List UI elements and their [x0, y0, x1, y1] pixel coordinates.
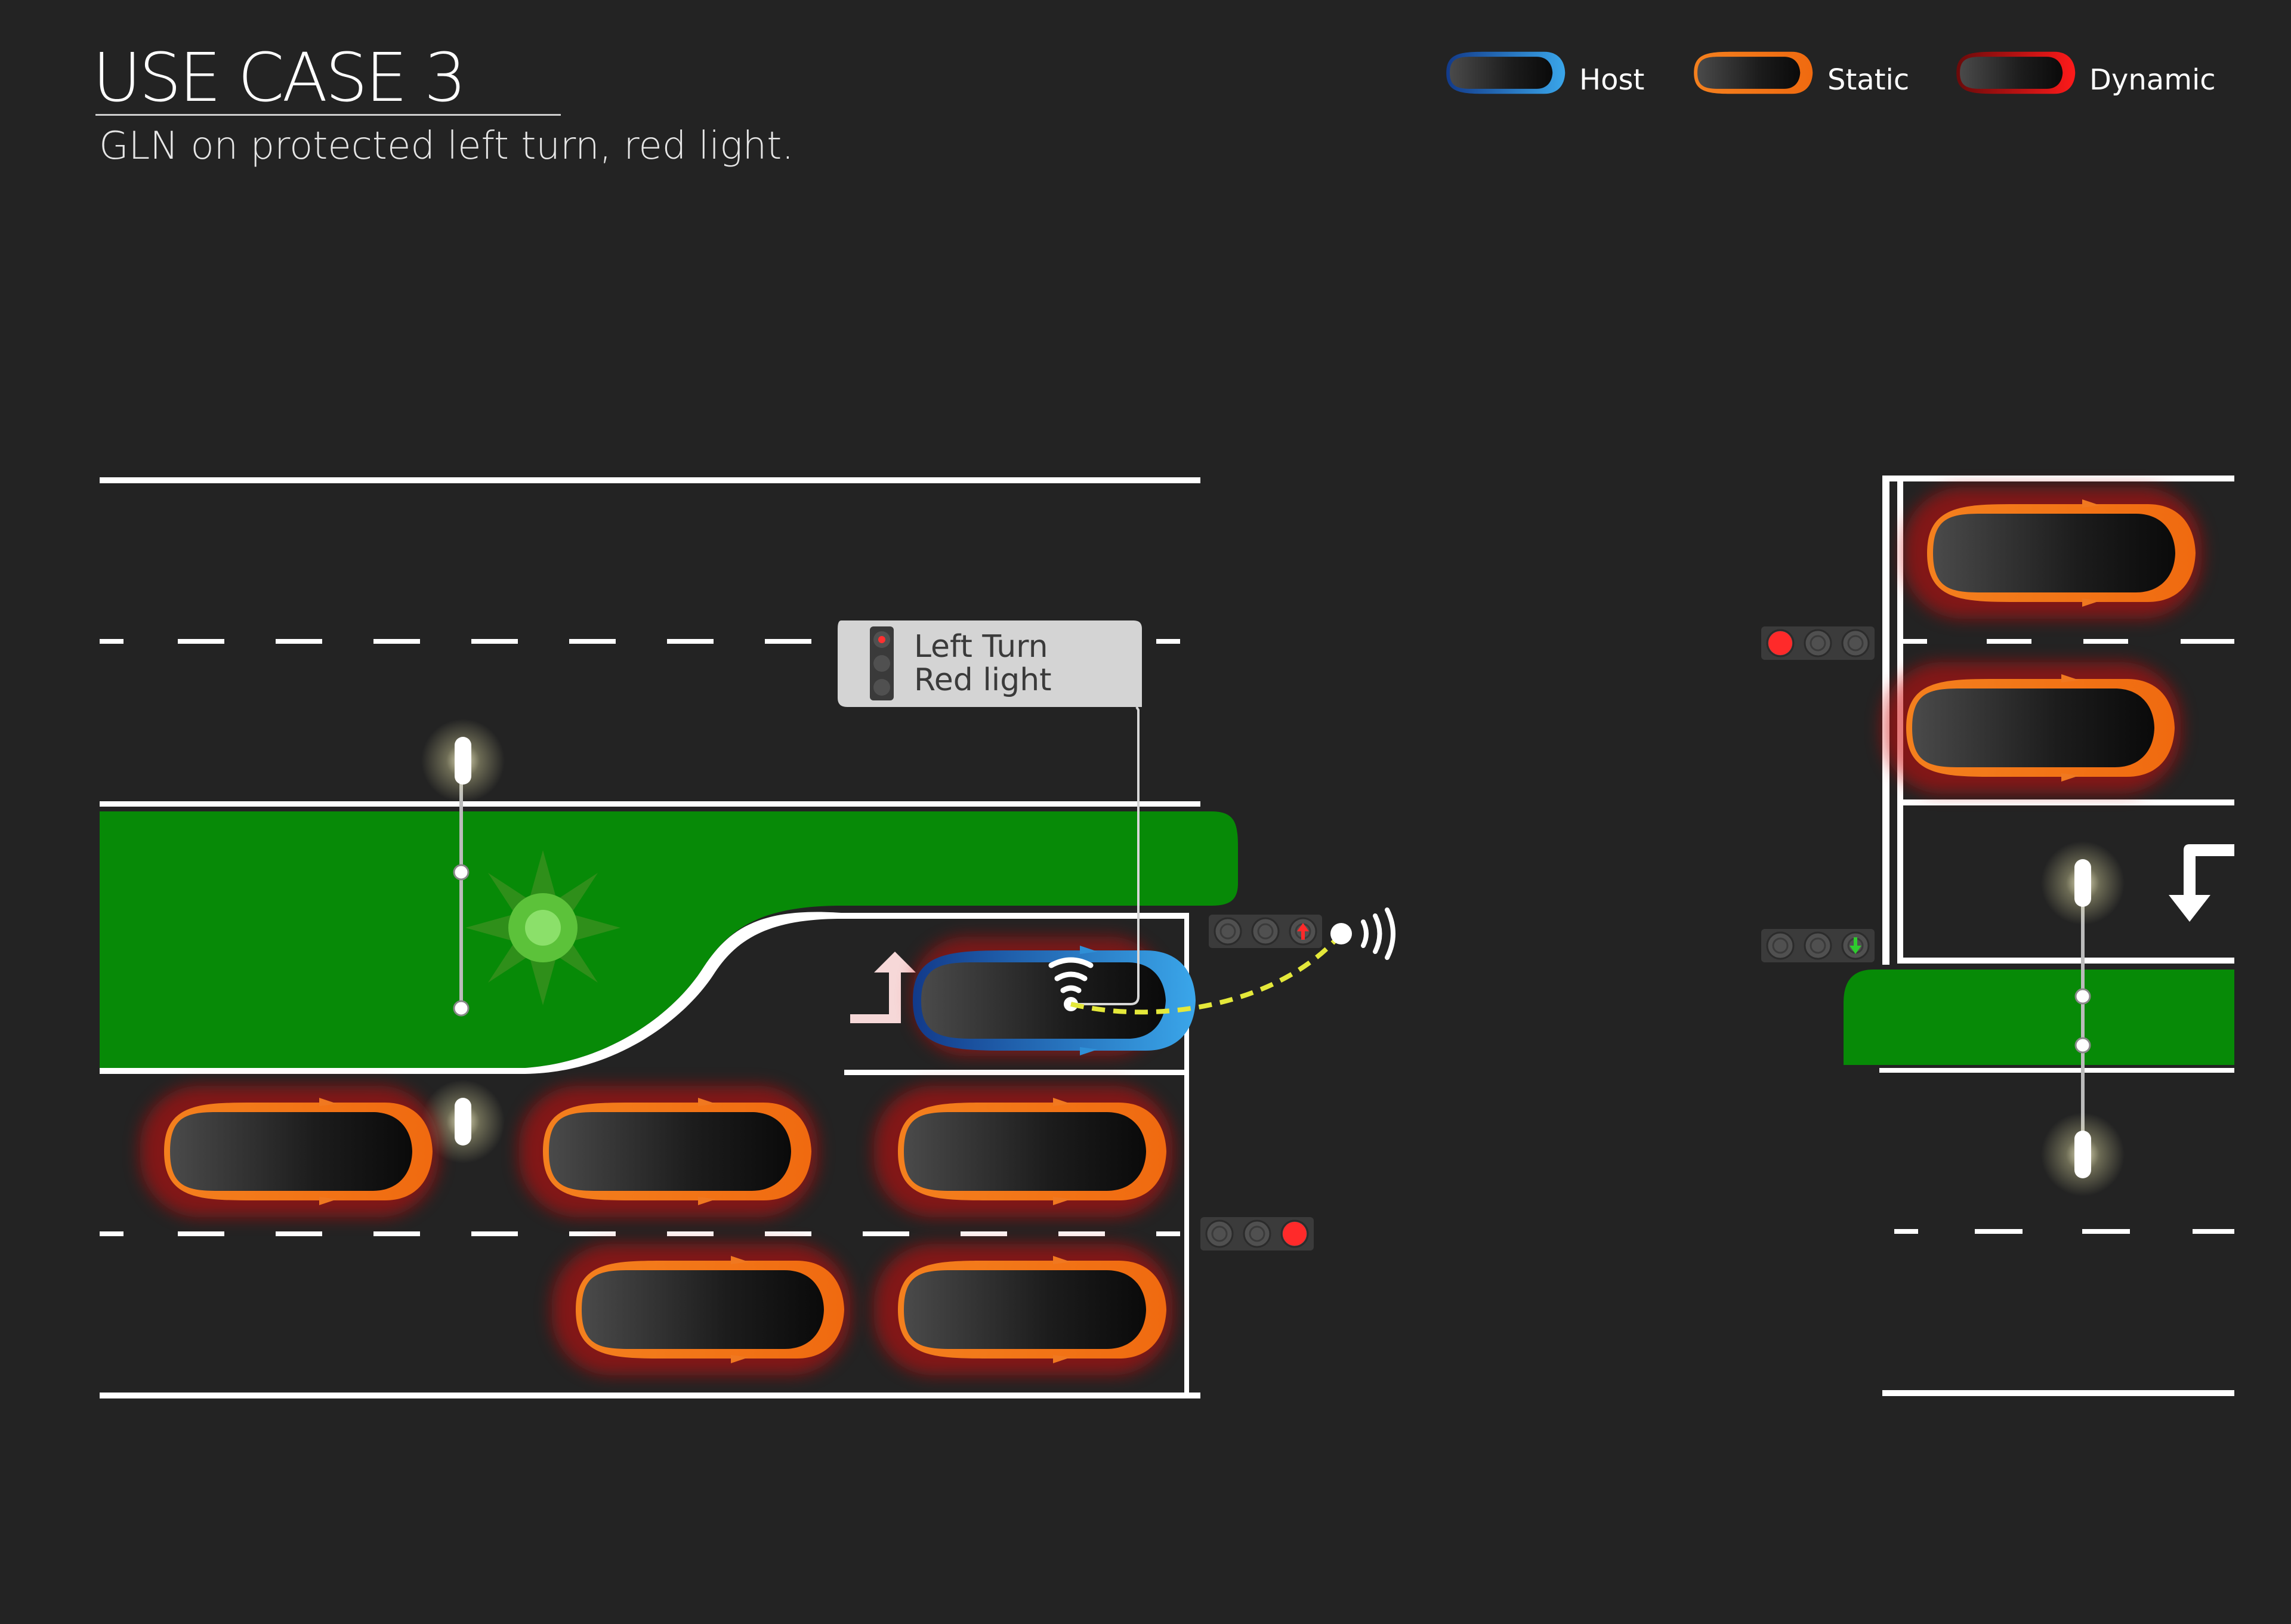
legend-static-label: Static [1827, 63, 1910, 97]
street-lamp-icon [2041, 841, 2125, 1196]
static-car [519, 1086, 817, 1217]
traffic-light-red [1760, 625, 1876, 661]
static-car [874, 1244, 1172, 1375]
traffic-light-green-arrow [1760, 928, 1876, 964]
road-edge-line [100, 477, 1200, 483]
page-title: USE CASE 3 [92, 39, 467, 117]
traffic-light-turn [1208, 913, 1323, 949]
traffic-light-straight [1199, 1216, 1315, 1252]
lane-divider-dashed [1894, 1229, 2234, 1234]
traffic-light-icon [870, 626, 894, 700]
wifi-signal-icon [1361, 907, 1395, 960]
median-island [100, 811, 1238, 1068]
wifi-signal-icon [1048, 957, 1094, 993]
static-car [1903, 487, 2202, 619]
host-car-icon [1446, 51, 1566, 94]
static-car [140, 1086, 439, 1217]
page-subtitle: GLN on protected left turn, red light. [99, 124, 794, 168]
callout-left-turn-red: Left Turn Red light [838, 620, 1142, 707]
road-edge-line [100, 1393, 1200, 1398]
street-lamp-icon [421, 719, 505, 1163]
static-car [552, 1244, 850, 1375]
callout-line-2: Red light [914, 662, 1052, 698]
title-underline [95, 114, 561, 116]
static-car [1882, 662, 2181, 794]
road-edge-line [1882, 476, 2234, 481]
lane-divider-dashed [1903, 639, 2234, 644]
median-edge-line [100, 801, 1200, 807]
median-island [1844, 970, 2234, 1065]
stop-line [844, 1070, 1184, 1075]
lane-divider-dashed [100, 1231, 1180, 1236]
tree-icon [465, 850, 620, 1005]
road-edge-line [1900, 799, 2234, 805]
legend-host-label: Host [1579, 63, 1645, 97]
left-turn-arrow-icon [850, 952, 916, 1023]
left-turn-arrow-icon [2169, 844, 2234, 922]
legend-dynamic-label: Dynamic [2089, 63, 2216, 97]
callout-line-1: Left Turn [914, 629, 1048, 665]
static-car [874, 1086, 1172, 1217]
static-car-icon [1694, 51, 1813, 94]
dynamic-car-icon [1956, 51, 2076, 94]
road-edge-line [1882, 1390, 2234, 1396]
